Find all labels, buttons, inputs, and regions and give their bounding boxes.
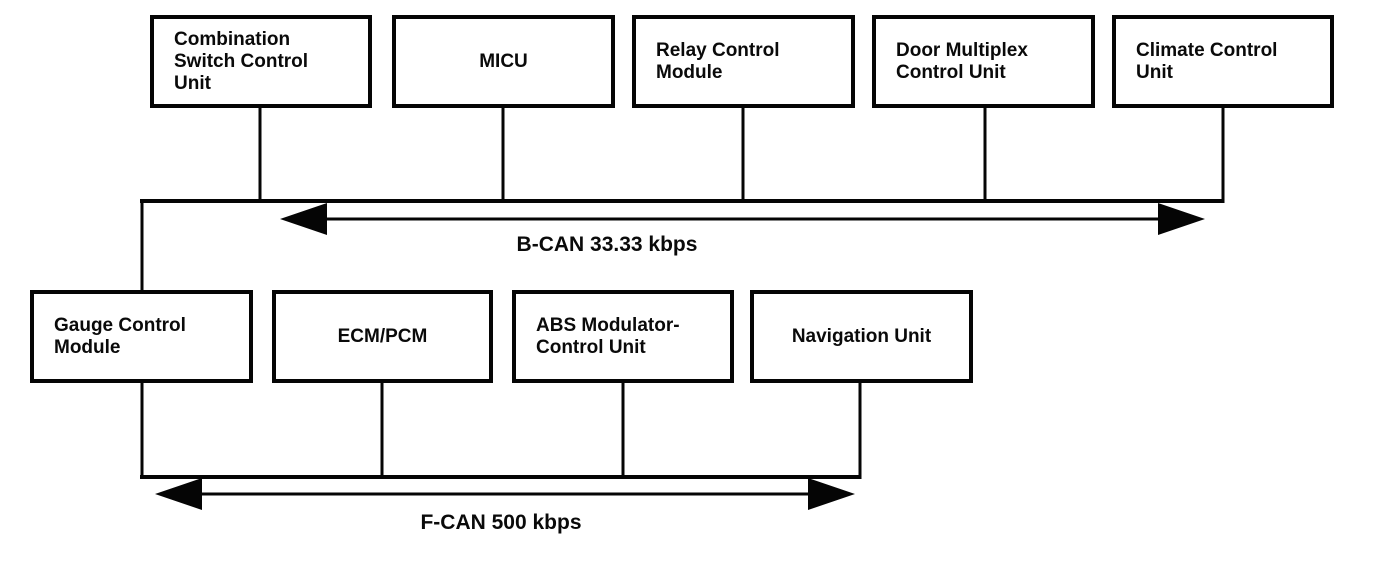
node-label: Relay Control Module bbox=[656, 39, 780, 83]
b-can-arrow bbox=[280, 203, 1205, 235]
node-label: Navigation Unit bbox=[791, 325, 932, 347]
node-label: ECM/PCM bbox=[337, 325, 428, 347]
f-can-bus-label: F-CAN 500 kbps bbox=[420, 511, 582, 534]
node-navigation-unit: Navigation Unit bbox=[750, 290, 973, 383]
node-label: Combination Switch Control Unit bbox=[174, 28, 309, 94]
node-label: MICU bbox=[479, 50, 528, 72]
arrowhead-left-icon bbox=[280, 203, 327, 235]
node-climate-control-unit: Climate Control Unit bbox=[1112, 15, 1334, 108]
node-micu: MICU bbox=[392, 15, 615, 108]
node-combination-switch-control-unit: Combination Switch Control Unit bbox=[150, 15, 372, 108]
node-ecm-pcm: ECM/PCM bbox=[272, 290, 493, 383]
arrowhead-right-icon bbox=[1158, 203, 1205, 235]
node-label: Gauge Control Module bbox=[54, 314, 186, 358]
node-door-multiplex-control-unit: Door Multiplex Control Unit bbox=[872, 15, 1095, 108]
arrowhead-right-icon bbox=[808, 478, 855, 510]
node-abs-modulator-control-unit: ABS Modulator- Control Unit bbox=[512, 290, 734, 383]
node-label: Door Multiplex Control Unit bbox=[896, 39, 1028, 83]
node-label: Climate Control Unit bbox=[1136, 39, 1278, 83]
node-gauge-control-module: Gauge Control Module bbox=[30, 290, 253, 383]
node-label: ABS Modulator- Control Unit bbox=[536, 314, 680, 358]
node-relay-control-module: Relay Control Module bbox=[632, 15, 855, 108]
f-can-arrow bbox=[155, 478, 855, 510]
arrowhead-left-icon bbox=[155, 478, 202, 510]
b-can-bus-label: B-CAN 33.33 kbps bbox=[516, 233, 698, 256]
